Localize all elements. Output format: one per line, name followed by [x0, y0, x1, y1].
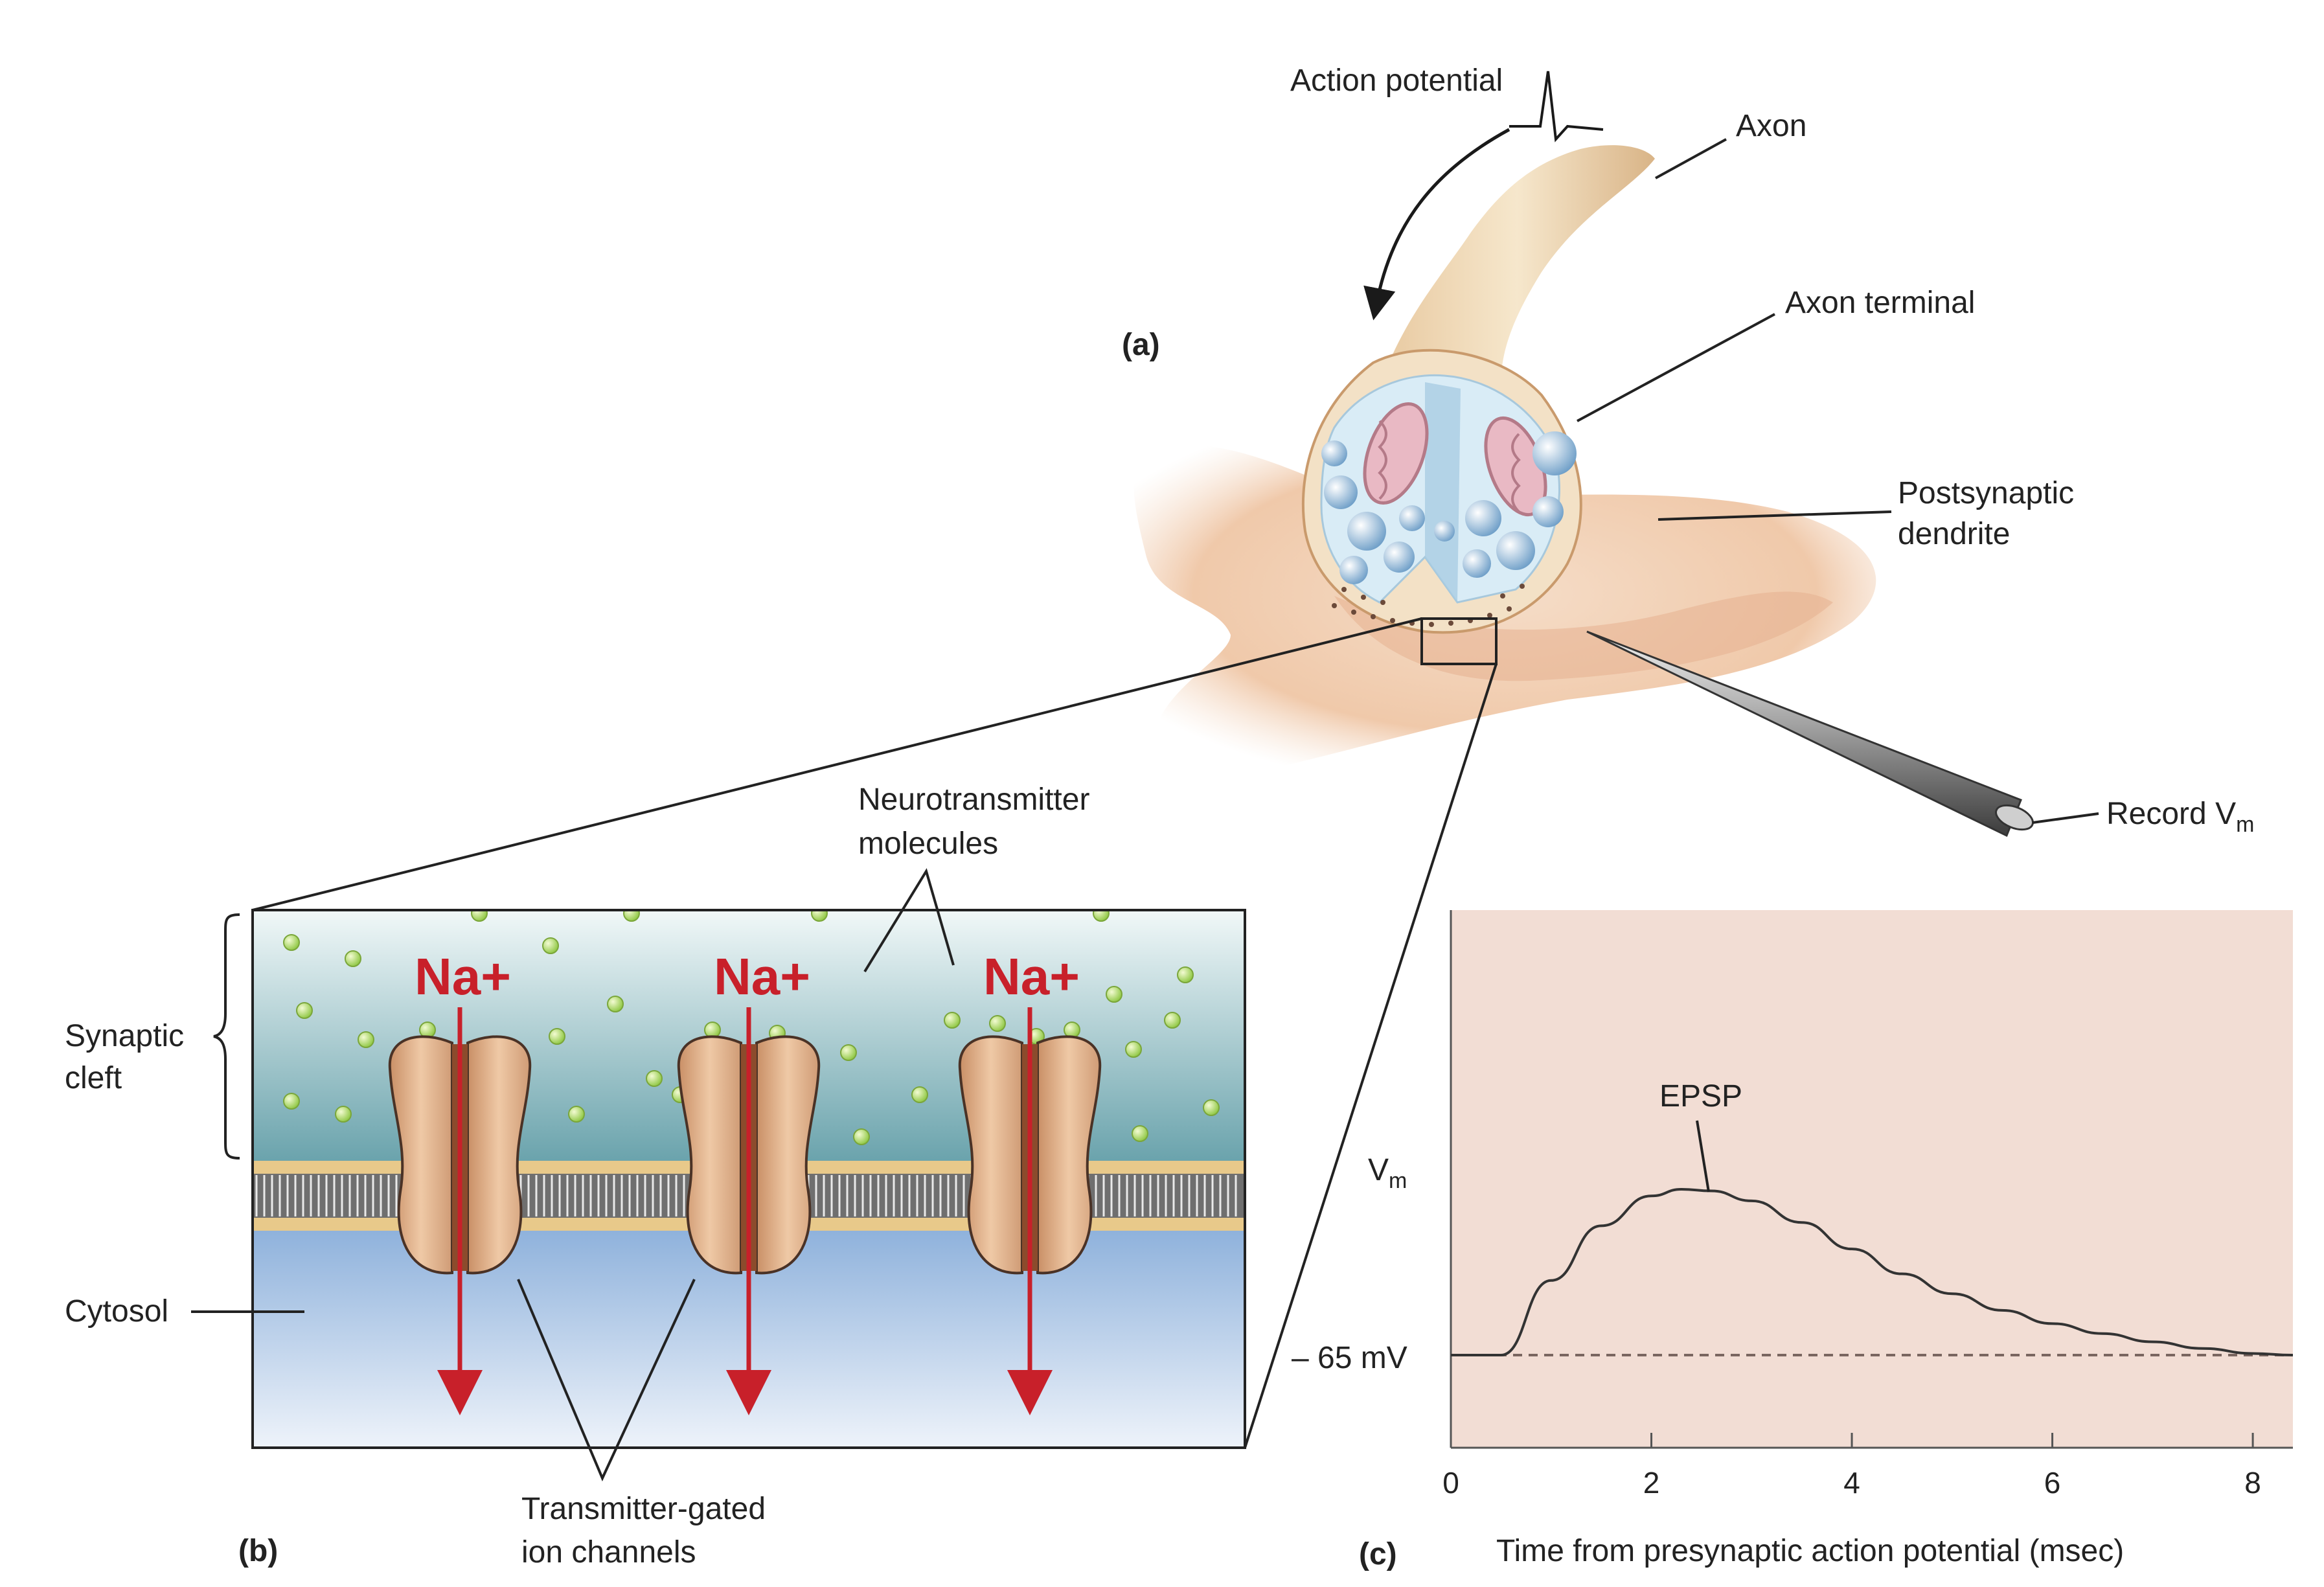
cut-plane [1425, 382, 1461, 602]
record-leader [2032, 812, 2099, 824]
panel-a: Action potential Axon Axon terminal Post… [1122, 63, 2254, 838]
electrode-end [1995, 804, 2034, 831]
recording-electrode [1586, 630, 2022, 838]
channels-label-line1: Transmitter-gated [521, 1492, 766, 1526]
mitochondria [1363, 402, 1547, 517]
x-axis-label: Time from presynaptic action potential (… [1496, 1534, 2124, 1568]
baseline-label: – 65 mV [1292, 1341, 1407, 1375]
record-vm-subscript: m [2236, 812, 2254, 837]
action-potential-label: Action potential [1290, 63, 1503, 98]
panel-c-letter: (c) [1359, 1537, 1397, 1571]
epsp-label: EPSP [1659, 1079, 1742, 1113]
zoom-connector-right [1244, 663, 1498, 1448]
synaptic-cleft-brace [213, 913, 240, 1159]
postsynaptic-label-line2: dendrite [1898, 517, 2010, 551]
plot-area [1451, 910, 2293, 1448]
record-vm-label: Record Vm [2106, 797, 2254, 837]
vm-axis-label: Vm [1368, 1153, 1407, 1193]
panel-b: Na+ Na+ Na+ Synaptic cleft Cytosol Neuro… [65, 782, 1246, 1570]
ion-channel-3 [958, 1035, 1102, 1275]
panel-a-letter: (a) [1122, 328, 1160, 362]
x-tick-label: 6 [2044, 1466, 2061, 1500]
axon-terminal-leader [1577, 313, 1775, 422]
neurotransmitter-label-line1: Neurotransmitter [858, 782, 1089, 817]
action-potential-spike-icon [1509, 71, 1604, 143]
panel-b-letter: (b) [238, 1534, 278, 1568]
vm-subscript: m [1389, 1169, 1407, 1193]
synaptic-cleft-label-line2: cleft [65, 1061, 122, 1095]
na-ion-1: Na+ [415, 948, 511, 1415]
epsp-leader [1696, 1120, 1710, 1193]
axon-leader [1655, 138, 1727, 179]
zoom-connector-left [252, 617, 1422, 911]
record-vm-prefix: Record V [2106, 797, 2236, 831]
x-tick-label: 0 [1442, 1466, 1459, 1500]
synaptic-cleft-label-line1: Synaptic [65, 1019, 184, 1053]
cytosol-label: Cytosol [65, 1294, 168, 1329]
dendrite-underside [1334, 591, 1833, 681]
axon-terminal-label: Axon terminal [1785, 286, 1975, 320]
axon-shape [1380, 145, 1655, 402]
x-axis-ticks: 0 2 4 6 8 [1442, 1433, 2261, 1500]
ion-channels [388, 1035, 1102, 1275]
na-ion-label-3: Na+ [983, 948, 1080, 1005]
zoom-box [1420, 617, 1498, 665]
vm-prefix: V [1368, 1153, 1389, 1187]
neurotransmitter-leader [863, 868, 955, 973]
channels-leader [517, 1279, 696, 1481]
x-tick-label: 4 [1843, 1466, 1860, 1500]
x-tick-label: 2 [1643, 1466, 1660, 1500]
channels-label-line2: ion channels [521, 1535, 696, 1570]
panel-c: 0 2 4 6 8 EPSP Vm – 65 mV Time from presynap… [1292, 910, 2294, 1571]
na-ion-label-2: Na+ [714, 948, 810, 1005]
postsynaptic-label-line1: Postsynaptic [1898, 476, 2074, 510]
panel-b-frame [251, 909, 1246, 1449]
epsp-curve [1450, 1187, 2294, 1357]
synaptic-vesicles [1321, 431, 1577, 584]
na-ion-3: Na+ [983, 948, 1080, 1415]
axon-label: Axon [1736, 109, 1806, 143]
dendrite-leader [1658, 510, 1892, 521]
action-potential-arrow [1363, 128, 1510, 321]
na-ion-label-1: Na+ [415, 948, 511, 1005]
neurotransmitter-label-line2: molecules [858, 827, 998, 861]
na-ion-2: Na+ [714, 948, 810, 1415]
x-tick-label: 8 [2244, 1466, 2261, 1500]
ion-channel-2 [677, 1035, 821, 1275]
